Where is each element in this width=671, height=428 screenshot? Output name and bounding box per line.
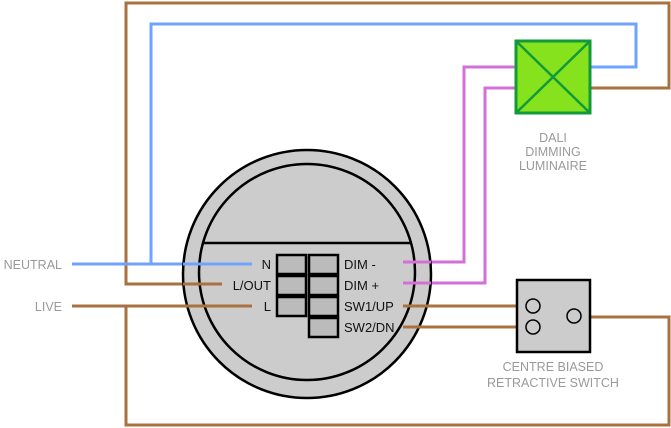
terminal-label-lout: L/OUT [233, 278, 271, 293]
switch-terminal-common [566, 308, 582, 324]
terminal-label-l: L [264, 299, 271, 314]
terminal-left-3 [275, 295, 308, 318]
retractive-switch[interactable] [515, 278, 592, 354]
neutral-luminaire-wire [149, 22, 638, 264]
terminal-right-4 [307, 316, 340, 339]
terminal-label-n: N [262, 257, 271, 272]
switch-label-line-2: RETRACTIVE SWITCH [487, 376, 619, 390]
terminal-left-2 [275, 274, 308, 297]
terminal-label-dim-plus: DIM + [344, 278, 379, 293]
switched-live-wire [124, 1, 671, 286]
sensor-wires-overlay [183, 260, 431, 329]
switch-terminal-up [525, 298, 541, 314]
terminal-label-dim-minus: DIM - [344, 257, 376, 272]
luminaire-cross-2 [515, 40, 591, 114]
terminal-block [275, 253, 340, 339]
switch-label-line-1: CENTRE BIASED [503, 360, 604, 374]
luminaire-label-line-1: DALI [539, 131, 567, 145]
luminaire-label-line-2: DIMMING [525, 145, 581, 159]
live-supply-label: LIVE [35, 300, 62, 314]
luminaire-label-line-3: LUMINAIRE [519, 159, 587, 173]
terminal-right-1 [307, 253, 340, 276]
switch-box [515, 278, 592, 354]
terminal-labels: N L/OUT L DIM - DIM + SW1/UP SW2/DN [233, 257, 395, 335]
terminal-right-2 [307, 274, 340, 297]
switch-common-wire [124, 306, 671, 427]
terminal-right-3 [307, 295, 340, 318]
terminal-label-sw2: SW2/DN [344, 320, 395, 335]
neutral-supply-label: NEUTRAL [4, 258, 62, 272]
switch-terminal-down [525, 319, 541, 335]
terminal-label-sw1: SW1/UP [344, 299, 394, 314]
dim-minus-wire [403, 65, 515, 264]
terminal-left-1 [275, 253, 308, 276]
dali-luminaire[interactable] [514, 39, 592, 115]
dim-plus-wire [403, 86, 515, 285]
wires [72, 1, 671, 427]
